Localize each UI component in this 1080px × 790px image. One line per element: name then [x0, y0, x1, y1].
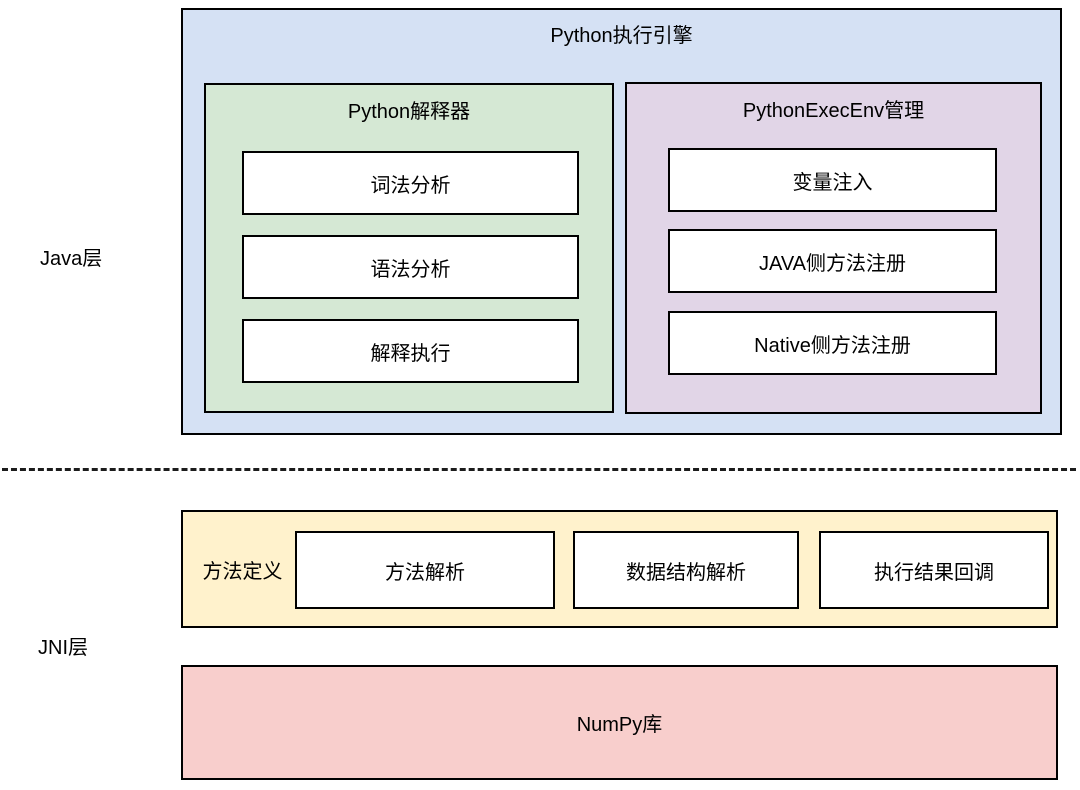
python-interpreter-container: Python解释器 词法分析 语法分析 解释执行 [204, 83, 614, 413]
python-execenv-container: PythonExecEnv管理 变量注入 JAVA侧方法注册 Native侧方法… [625, 82, 1042, 414]
layer-separator-dashed-line [2, 468, 1076, 471]
method-definition-label: 方法定义 [202, 560, 283, 583]
execution-result-callback-box: 执行结果回调 [819, 531, 1049, 609]
numpy-library-label: NumPy库 [576, 714, 663, 736]
java-side-method-register-box: JAVA侧方法注册 [668, 229, 997, 293]
native-side-method-register-box: Native侧方法注册 [668, 311, 997, 375]
python-execenv-title: PythonExecEnv管理 [742, 100, 925, 122]
method-definition-container: 方法定义 方法解析 数据结构解析 执行结果回调 [181, 510, 1058, 628]
syntax-analysis-box: 语法分析 [242, 235, 579, 299]
jni-layer-label: JNI层 [38, 637, 88, 659]
method-parse-box: 方法解析 [295, 531, 555, 609]
python-engine-title: Python执行引擎 [550, 25, 693, 47]
numpy-library-box: NumPy库 [181, 665, 1058, 780]
data-structure-parse-box: 数据结构解析 [573, 531, 799, 609]
variable-injection-box: 变量注入 [668, 148, 997, 212]
python-interpreter-title: Python解释器 [347, 101, 471, 123]
interpret-execute-box: 解释执行 [242, 319, 579, 383]
java-layer-label: Java层 [40, 248, 103, 270]
python-engine-container: Python执行引擎 Python解释器 词法分析 语法分析 解释执行 Pyth… [181, 8, 1062, 435]
lexical-analysis-box: 词法分析 [242, 151, 579, 215]
